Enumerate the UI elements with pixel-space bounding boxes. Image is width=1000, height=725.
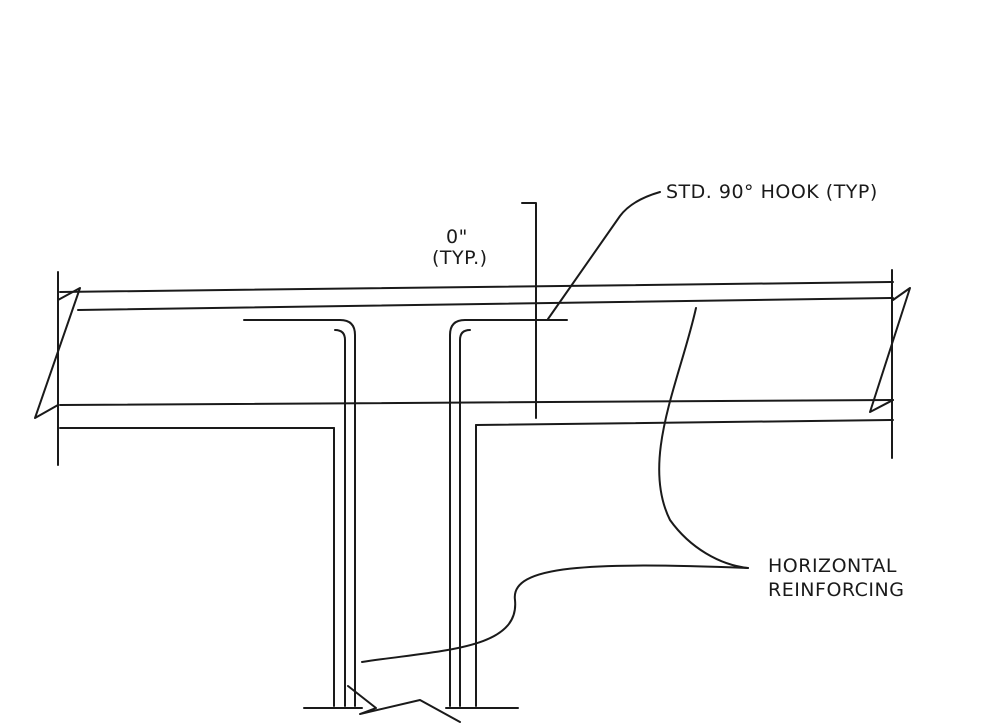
right-break-line [869,287,911,413]
hooked-vertical-bars [243,319,568,707]
hook-leader [547,191,661,320]
dimension-and-leaders [361,191,749,663]
reinforcing-leader-lower [361,564,749,663]
labels: STD. 90° HOOK (TYP) 0" (TYP.) HORIZONTAL… [432,181,904,601]
top-horizontal-bar [77,297,894,311]
reinforcing-leader-upper [658,307,749,569]
left-break-line [34,287,81,419]
bottom-horizontal-bar-right [475,419,894,426]
left-hooked-bar-outer [243,319,356,707]
horizontal-reinforcing-bars [59,297,894,429]
right-hooked-bar-inner [459,329,471,707]
left-hooked-bar-inner [334,329,346,707]
horizontal-reinforcing-label-line2: REINFORCING [768,579,904,601]
dimension-line [521,202,537,419]
horizontal-wall-outline [34,269,911,466]
dimension-typ-label: (TYP.) [432,247,488,269]
stem-break-line [347,685,461,723]
right-hooked-bar-outer [449,319,568,707]
dimension-value-label: 0" [446,226,468,248]
vertical-wall-outline [303,424,519,723]
wall-top-face [59,281,894,293]
hook-label: STD. 90° HOOK (TYP) [666,181,878,203]
horizontal-reinforcing-label-line1: HORIZONTAL [768,555,897,577]
wall-bottom-face-left [59,399,894,406]
